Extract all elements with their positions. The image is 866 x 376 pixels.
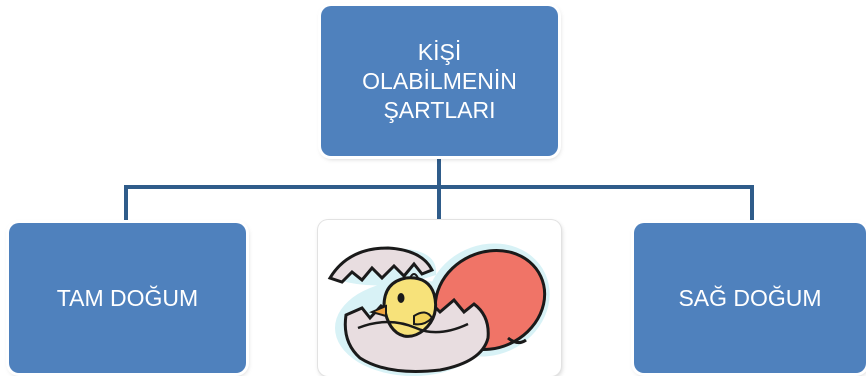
- root-node-label: KİŞİ OLABİLMENİN ŞARTLARI: [362, 38, 517, 125]
- child-node-label: SAĞ DOĞUM: [678, 284, 822, 311]
- hatching-chick-egg-icon: [327, 243, 550, 376]
- child-node-sag-dogum: SAĞ DOĞUM: [634, 223, 866, 373]
- child-node-tam-dogum: TAM DOĞUM: [9, 223, 246, 373]
- root-label-line-1: KİŞİ: [417, 38, 462, 65]
- picture-node: [318, 220, 561, 376]
- root-node: KİŞİ OLABİLMENİN ŞARTLARI: [321, 6, 558, 156]
- root-label-line-3: ŞARTLARI: [383, 96, 496, 123]
- root-label-line-2: OLABİLMENİN: [362, 67, 517, 94]
- child-node-label: TAM DOĞUM: [56, 284, 199, 311]
